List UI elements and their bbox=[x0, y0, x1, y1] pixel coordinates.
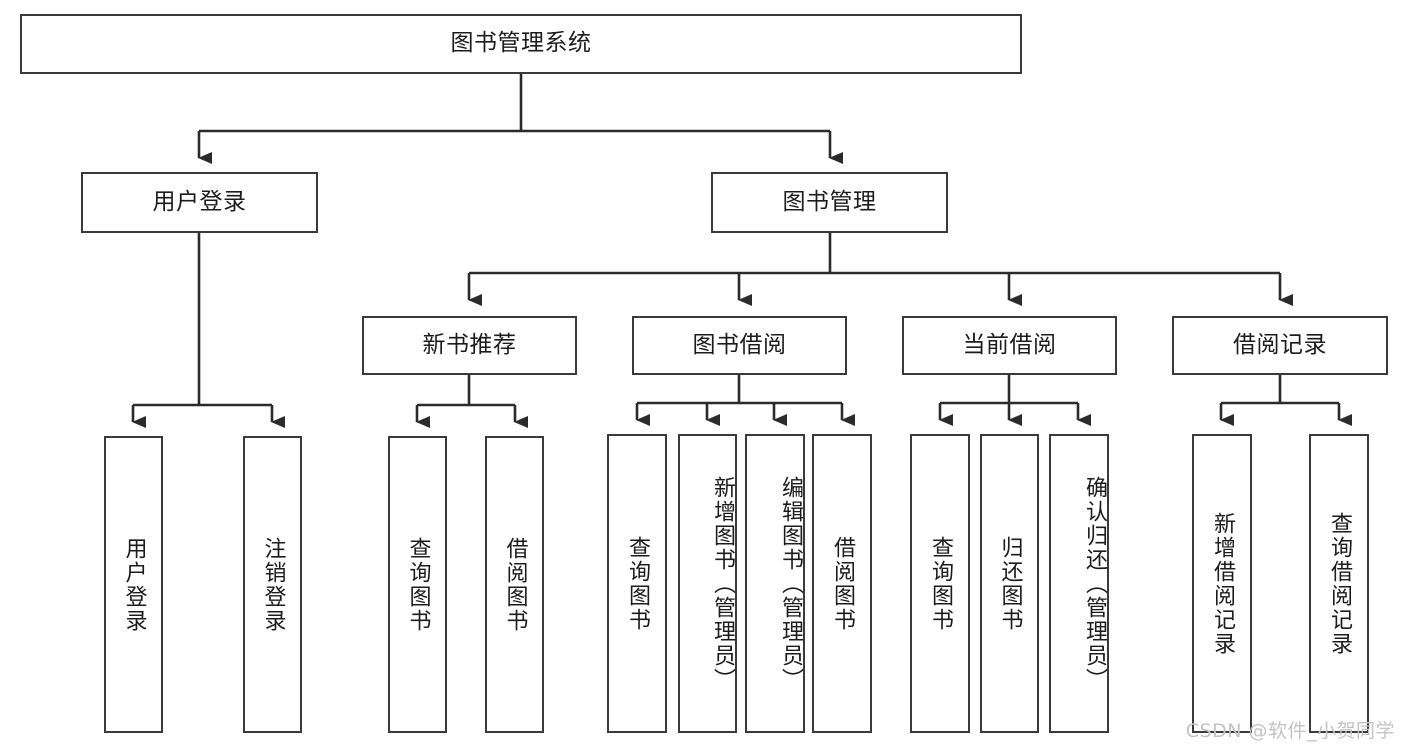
node-label: 注销登录 bbox=[260, 536, 286, 633]
node-leaf-borrow-book[interactable]: 借阅图书 bbox=[812, 434, 872, 733]
node-root-book-management-system[interactable]: 图书管理系统 bbox=[20, 14, 1022, 74]
node-leaf-add-book-admin[interactable]: 新增图书（管理员） bbox=[678, 434, 737, 733]
node-leaf-query-book-current[interactable]: 查询图书 bbox=[910, 434, 970, 733]
node-leaf-borrow-book-recommend[interactable]: 借阅图书 bbox=[485, 436, 544, 733]
node-label: 查询借阅记录 bbox=[1326, 511, 1352, 656]
node-label: 查询图书 bbox=[405, 536, 431, 633]
node-label: 图书借阅 bbox=[692, 331, 787, 358]
node-leaf-edit-book-admin[interactable]: 编辑图书（管理员） bbox=[745, 434, 805, 733]
node-book-management[interactable]: 图书管理 bbox=[711, 172, 948, 233]
node-user-login[interactable]: 用户登录 bbox=[81, 172, 318, 233]
node-label: 借阅图书 bbox=[502, 536, 528, 633]
node-leaf-add-borrow-record[interactable]: 新增借阅记录 bbox=[1192, 434, 1252, 733]
node-book-borrow[interactable]: 图书借阅 bbox=[632, 316, 847, 375]
node-label: 图书管理系统 bbox=[450, 30, 592, 57]
node-label: 用户登录 bbox=[152, 188, 247, 215]
node-borrow-record[interactable]: 借阅记录 bbox=[1172, 316, 1388, 375]
node-leaf-confirm-return-admin[interactable]: 确认归还（管理员） bbox=[1049, 434, 1109, 733]
node-label: 借阅记录 bbox=[1233, 331, 1327, 358]
node-label: 新增图书（管理员） bbox=[710, 475, 735, 692]
node-leaf-return-book[interactable]: 归还图书 bbox=[980, 434, 1039, 733]
node-label: 查询图书 bbox=[624, 535, 650, 632]
csdn-watermark: CSDN @软件_小贺同学 bbox=[1185, 720, 1395, 742]
node-label: 编辑图书（管理员） bbox=[778, 475, 803, 692]
node-label: 图书管理 bbox=[782, 188, 877, 215]
node-label: 借阅图书 bbox=[829, 535, 855, 632]
node-leaf-logout[interactable]: 注销登录 bbox=[243, 436, 302, 733]
node-label: 新书推荐 bbox=[422, 331, 517, 358]
node-current-borrow[interactable]: 当前借阅 bbox=[902, 316, 1117, 375]
node-label: 确认归还（管理员） bbox=[1082, 475, 1107, 692]
node-new-book-recommend[interactable]: 新书推荐 bbox=[362, 316, 577, 375]
node-leaf-query-borrow-record[interactable]: 查询借阅记录 bbox=[1309, 434, 1369, 733]
node-leaf-query-book-recommend[interactable]: 查询图书 bbox=[388, 436, 447, 733]
node-label: 用户登录 bbox=[121, 536, 147, 633]
node-label: 归还图书 bbox=[997, 535, 1023, 632]
node-label: 当前借阅 bbox=[962, 331, 1057, 358]
node-label: 查询图书 bbox=[927, 535, 953, 632]
node-leaf-query-book-borrow[interactable]: 查询图书 bbox=[607, 434, 667, 733]
node-label: 新增借阅记录 bbox=[1209, 511, 1235, 656]
node-leaf-user-login[interactable]: 用户登录 bbox=[104, 436, 163, 733]
